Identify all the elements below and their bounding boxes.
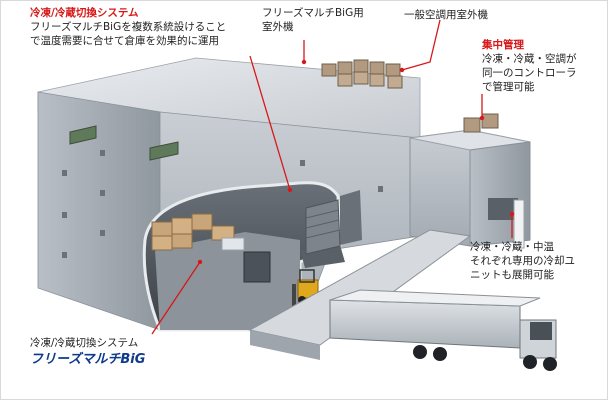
callout-bottom-right-line1: 冷凍・冷蔵・中温 bbox=[470, 241, 554, 253]
callout-bottom-left-line1: 冷凍/冷蔵切換システム bbox=[30, 337, 139, 349]
callout-right-line2: 同一のコントローラ bbox=[482, 67, 577, 79]
cargo-boxes bbox=[151, 213, 245, 251]
callout-right-title: 集中管理 bbox=[482, 39, 524, 51]
product-name-label: フリーズマルチBiG bbox=[30, 352, 146, 367]
rooftop-outdoor-units bbox=[321, 59, 403, 89]
callout-top-left-line1: フリーズマルチBiGを複数系統設けること bbox=[30, 21, 227, 33]
callout-top-center-line2: 室外機 bbox=[262, 21, 294, 33]
callout-top-center-line1: フリーズマルチBiG用 bbox=[262, 7, 364, 19]
callout-bottom-right-line2: それぞれ専用の冷却ユ bbox=[470, 255, 575, 267]
annex-building bbox=[409, 129, 531, 249]
wall-fixtures bbox=[62, 150, 383, 258]
indoor-unit-icon bbox=[69, 125, 179, 161]
callout-right-line3: で管理可能 bbox=[482, 81, 535, 93]
loading-platform bbox=[248, 229, 472, 360]
warehouse-left-wall bbox=[37, 91, 161, 331]
callout-top-left-title: 冷凍/冷蔵切換システム bbox=[30, 7, 139, 19]
callout-top-right: 一般空調用室外機 bbox=[404, 9, 488, 21]
callout-right-line1: 冷凍・冷蔵・空調が bbox=[482, 53, 577, 65]
callout-lines bbox=[151, 19, 515, 335]
truck-icon bbox=[329, 289, 557, 371]
callout-top-left-line2: で温度需要に合せて倉庫を効果的に運用 bbox=[30, 35, 219, 47]
dock-shutter bbox=[305, 199, 341, 255]
annex-outdoor-units bbox=[463, 113, 499, 133]
callout-bottom-right-line3: ニットも展開可能 bbox=[470, 269, 554, 281]
